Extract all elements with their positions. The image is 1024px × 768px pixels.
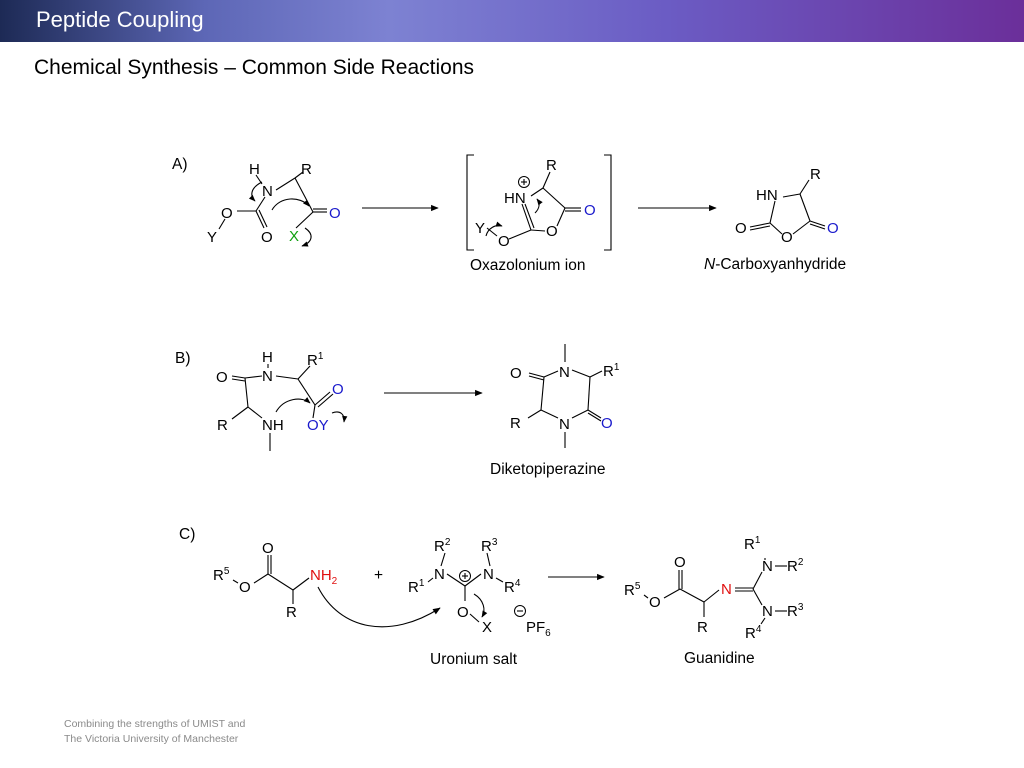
atom-r: R — [510, 415, 521, 432]
atom-h: H — [262, 349, 273, 366]
bracket-right — [604, 154, 612, 251]
curved-arrow — [331, 411, 348, 423]
atom-o-top: O — [262, 540, 274, 557]
uronium-label: Uronium salt — [430, 651, 518, 668]
atom-o-blue: O — [329, 205, 341, 222]
atom-o-left: O — [510, 365, 522, 382]
atom-o-left: O — [498, 233, 510, 250]
amino-ester: O R5 O NH2 R — [213, 540, 441, 628]
curved-arrow — [534, 198, 543, 214]
panel-label-c: C) — [179, 526, 195, 543]
diketopiperazine-label: Diketopiperazine — [490, 461, 605, 478]
oxazolonium-ion: R HN Y O O O Oxazolonium ion — [466, 154, 612, 274]
diketopiperazine: O N R1 R N O Diketopiperazine — [490, 344, 620, 478]
atom-o-blue: O — [332, 381, 344, 398]
atom-o-blue: O — [601, 415, 613, 432]
atom-r3: R3 — [481, 537, 498, 555]
atom-o-left: O — [735, 220, 747, 237]
atom-r1: R1 — [408, 578, 425, 596]
uronium-salt: R2 R3 R1 N N R4 O X PF6 Uronium salt — [408, 537, 551, 668]
panel-label-b: B) — [175, 350, 191, 367]
atom-r: R — [546, 157, 557, 174]
pf6-counterion: PF6 — [526, 619, 551, 639]
atom-r: R — [301, 161, 312, 178]
atom-r5: R5 — [213, 566, 230, 584]
panel-label-a: A) — [172, 156, 188, 173]
atom-r4: R4 — [504, 578, 521, 596]
atom-r: R — [217, 417, 228, 434]
atom-h: H — [249, 161, 260, 178]
atom-r1: R1 — [603, 362, 620, 380]
reactant-a-bonds — [218, 171, 327, 230]
atom-n-right: N — [483, 566, 494, 583]
atom-hn: HN — [504, 190, 526, 207]
atom-o-ester: O — [239, 579, 251, 596]
atom-y: Y — [475, 220, 485, 237]
atom-n-bottom: N — [559, 416, 570, 433]
atom-r1: R1 — [307, 351, 324, 369]
atom-o-ring: O — [546, 223, 558, 240]
atom-r: R — [286, 604, 297, 621]
atom-nh: NH — [262, 417, 284, 434]
plus-charge-icon — [518, 176, 530, 188]
atom-oy-blue: OY — [307, 417, 329, 434]
atom-n-upper: N — [762, 558, 773, 575]
curved-arrow — [317, 586, 441, 628]
reaction-c: C) O R5 O NH2 R + — [179, 526, 804, 668]
nca-label: N-Carboxyanhydride — [704, 256, 846, 273]
minus-charge-icon — [514, 605, 526, 617]
reaction-b: B) H N R1 O O R NH OY — [175, 344, 620, 478]
footer-line-1: Combining the strengths of UMIST and — [64, 718, 246, 730]
guanidine-product: O R5 O N R R1 N R2 N R3 R4 Guanidine — [624, 535, 804, 667]
atom-n: N — [262, 368, 273, 385]
plus-charge-icon — [459, 570, 471, 582]
slide-title: Peptide Coupling — [36, 7, 204, 32]
atom-o-blue: O — [584, 202, 596, 219]
atom-o-ester: O — [221, 205, 233, 222]
atom-nh2-red: NH2 — [310, 567, 338, 587]
atom-n: N — [262, 183, 273, 200]
reactant-a-curved-arrows — [248, 181, 312, 247]
atom-n-top: N — [559, 364, 570, 381]
plus-sign: + — [374, 567, 383, 584]
atom-r: R — [810, 166, 821, 183]
curved-arrow — [473, 593, 488, 618]
atom-o: O — [457, 604, 469, 621]
guanidine-label: Guanidine — [684, 650, 755, 667]
atom-n-lower: N — [762, 603, 773, 620]
dipeptide-ester: H N R1 O O R NH OY — [216, 349, 348, 451]
reactant-a-atoms: H N R O Y O X O — [207, 161, 341, 246]
atom-n-red: N — [721, 581, 732, 598]
atom-o-ring: O — [781, 229, 793, 246]
atom-r5: R5 — [624, 581, 641, 599]
atom-r3: R3 — [787, 602, 804, 620]
slide-subtitle: Chemical Synthesis – Common Side Reactio… — [34, 56, 475, 79]
atom-o-blue: O — [827, 220, 839, 237]
atom-o-ester: O — [649, 594, 661, 611]
atom-x: X — [482, 619, 492, 636]
atom-r: R — [697, 619, 708, 636]
atom-o-top: O — [674, 554, 686, 571]
atom-r4: R4 — [745, 624, 762, 642]
atom-x-green: X — [289, 228, 299, 245]
oxazolonium-label: Oxazolonium ion — [470, 257, 585, 274]
atom-r1: R1 — [744, 535, 761, 553]
atom-r2: R2 — [787, 557, 804, 575]
atom-n-left: N — [434, 566, 445, 583]
reaction-a: A) H N R O Y O X O — [172, 154, 846, 274]
curved-arrow — [485, 221, 503, 237]
atom-r2: R2 — [434, 537, 451, 555]
atom-hn: HN — [756, 187, 778, 204]
header-bar: Peptide Coupling — [0, 0, 1024, 42]
atom-o-carbonyl: O — [261, 229, 273, 246]
curved-arrow — [275, 397, 311, 413]
footer-line-2: The Victoria University of Manchester — [64, 733, 239, 745]
atom-o-left: O — [216, 369, 228, 386]
bracket-left — [466, 154, 474, 251]
atom-y: Y — [207, 229, 217, 246]
n-carboxyanhydride: R HN O O O N-Carboxyanhydride — [704, 166, 846, 273]
